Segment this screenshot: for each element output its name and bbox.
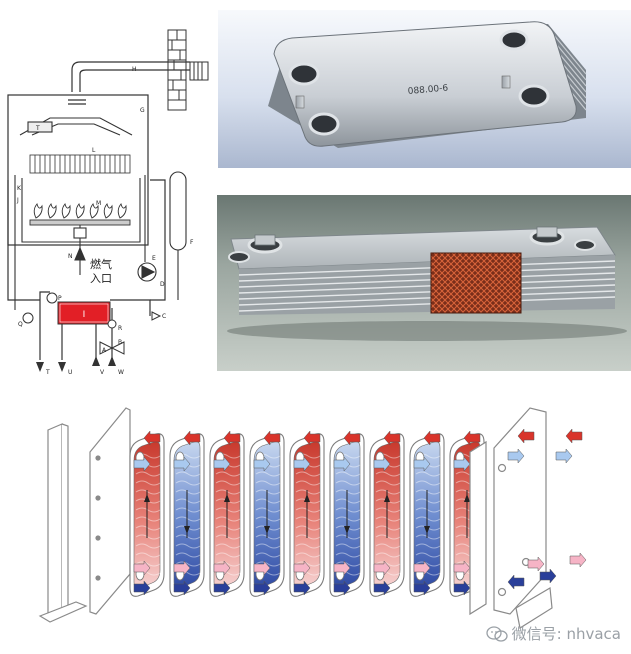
plate-stack: [129, 430, 485, 597]
fixed-frame-left: [38, 423, 88, 623]
label-in-2: W: [118, 369, 124, 376]
gas-inlet-label-line2: 入口: [90, 272, 112, 285]
label-a: A: [102, 347, 107, 354]
label-c: C: [162, 313, 166, 320]
plate-cold: [249, 430, 285, 597]
label-r: R: [118, 325, 122, 332]
exchanger-top-render: 088.00-6: [268, 21, 587, 148]
chimney-brick: [167, 29, 209, 111]
label-out-2: U: [68, 369, 72, 376]
plate-cold: [409, 430, 445, 597]
label-d: D: [160, 281, 165, 288]
label-m: M: [96, 200, 101, 207]
exploded-plate-diagram: 微信号: nhvaca: [0, 378, 631, 654]
plate-heat-exchanger: I: [57, 301, 111, 325]
label-g: G: [140, 107, 145, 114]
label-j: J: [16, 197, 19, 204]
fixed-frame-right: [469, 407, 553, 629]
label-t: T: [35, 125, 40, 132]
photo-plate-exchanger-top: 088.00-6: [218, 10, 631, 168]
draft-hood: [19, 117, 133, 136]
pressure-plate-left: [89, 407, 131, 615]
burner-flames: [29, 203, 131, 226]
exchanger-cutaway-render: [227, 226, 627, 341]
exploded-diagram-drawing: [38, 407, 587, 629]
label-f: F: [190, 239, 194, 246]
ports: [288, 29, 550, 136]
watermark-text: 微信号: nhvaca: [511, 625, 621, 643]
label-n: N: [68, 253, 73, 260]
plate-cold: [169, 430, 205, 597]
boiler-schematic: I 燃气 入口 H G T L K J M N E F D C Q: [0, 0, 215, 378]
gas-inlet: [73, 225, 87, 275]
label-q: Q: [18, 321, 23, 328]
photo-plate-exchanger-cutaway: [217, 195, 631, 371]
valves: [22, 292, 162, 355]
boiler-casing: [7, 94, 149, 246]
label-out-1: T: [45, 369, 50, 376]
label-in-1: V: [100, 369, 105, 376]
label-l: L: [92, 147, 96, 154]
schematic-drawing: I 燃气 入口 H G T L K J M N E F D C Q: [7, 29, 209, 376]
exchanger-mark: I: [83, 310, 86, 320]
serial-number: 088.00-6: [407, 83, 448, 97]
label-h: H: [132, 66, 137, 73]
label-k: K: [17, 185, 22, 192]
plate-hot: [129, 430, 165, 597]
label-b: B: [118, 339, 122, 346]
flue-pipe: [68, 61, 190, 105]
plate-hot: [209, 430, 245, 597]
label-e: E: [152, 255, 156, 262]
plate-hot: [289, 430, 325, 597]
water-pipes: [7, 179, 166, 360]
plate-cold: [329, 430, 365, 597]
wechat-icon: [486, 625, 508, 642]
pipe-arrows: [36, 356, 116, 372]
cutaway-section: [430, 252, 522, 314]
combustion-chamber: [14, 175, 146, 310]
label-p: P: [58, 295, 62, 302]
plate-hot: [369, 430, 405, 597]
top-ports: [228, 226, 596, 263]
top-plate: [273, 21, 577, 147]
external-flow-arrows: [507, 428, 587, 590]
heat-exchanger-fins: [29, 154, 131, 174]
gas-inlet-label-line1: 燃气: [90, 257, 112, 271]
watermark: 微信号: nhvaca: [486, 623, 621, 644]
pump-and-tank: [137, 171, 187, 300]
